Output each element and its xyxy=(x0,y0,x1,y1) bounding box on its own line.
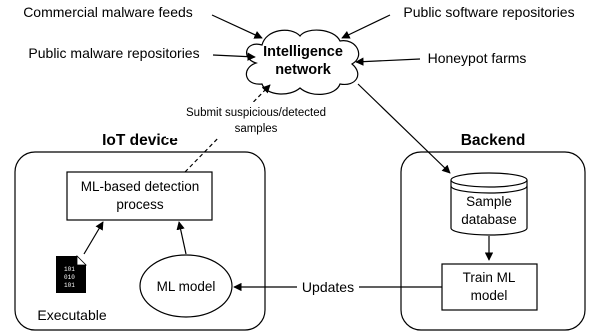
train-model-box: Train ML model xyxy=(441,263,538,311)
database-label-line2: database xyxy=(461,212,517,227)
updates-label: Updates xyxy=(302,279,354,295)
intelligence-label-line1: Intelligence xyxy=(263,44,343,60)
sample-database-cylinder: Sample database xyxy=(450,172,528,236)
arrow-malware-repos-to-cloud xyxy=(212,52,256,61)
arrow-executable-to-detection xyxy=(83,221,104,255)
detection-process-box: ML-based detection process xyxy=(66,171,213,221)
arrow-model-to-detection xyxy=(176,221,187,255)
source-honeypot-farms: Honeypot farms xyxy=(428,50,527,66)
ml-model-ellipse: ML model xyxy=(139,254,233,318)
executable-file-icon: 101 010 101 xyxy=(56,255,87,293)
ml-model-label: ML model xyxy=(157,279,216,294)
train-label-line1: Train ML xyxy=(463,270,516,285)
arrow-software-to-cloud xyxy=(341,14,391,39)
submit-label-line2: samples xyxy=(235,123,278,135)
arrow-submit-samples xyxy=(184,84,271,173)
database-label-line1: Sample xyxy=(466,194,512,209)
arrow-commercial-to-cloud xyxy=(211,14,263,39)
executable-bits-1: 101 xyxy=(64,266,75,273)
executable-label: Executable xyxy=(37,307,106,323)
backend-title: Backend xyxy=(461,132,526,149)
train-label-line2: model xyxy=(471,288,508,303)
source-public-software-repositories: Public software repositories xyxy=(403,4,574,20)
detection-label-line2: process xyxy=(116,197,164,212)
iot-device-title: IoT device xyxy=(102,132,178,149)
source-commercial-malware-feeds: Commercial malware feeds xyxy=(23,4,193,20)
intelligence-label-line2: network xyxy=(275,62,332,78)
arrow-honeypot-to-cloud xyxy=(355,57,421,66)
submit-label-line1: Submit suspicious/detected xyxy=(186,107,326,119)
arrow-cloud-to-database xyxy=(357,83,451,174)
intelligence-network-cloud: Intelligence network xyxy=(245,29,360,95)
executable-bits-2: 010 xyxy=(64,274,75,281)
submit-label-background xyxy=(166,102,346,138)
source-public-malware-repositories: Public malware repositories xyxy=(28,45,199,61)
detection-label-line1: ML-based detection xyxy=(81,179,200,194)
executable-bits-3: 101 xyxy=(64,282,75,289)
updates-label-background xyxy=(297,279,359,295)
